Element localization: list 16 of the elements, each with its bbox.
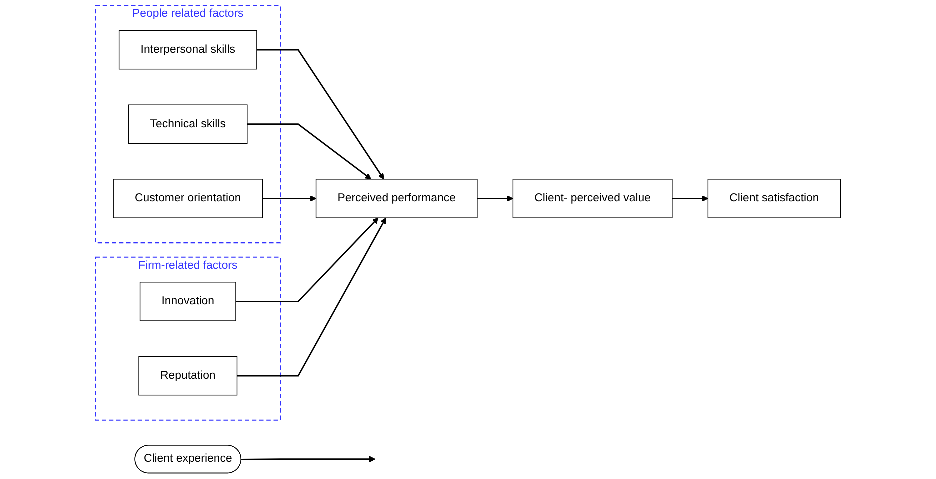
arrow (237, 218, 386, 377)
arrow (247, 124, 372, 180)
arrow (256, 49, 384, 180)
node-box: Technical skills (128, 104, 248, 144)
arrow (262, 196, 316, 202)
node-box: Interpersonal skills (118, 30, 258, 70)
node-box: Customer orientation (113, 179, 263, 218)
arrow (241, 456, 376, 462)
node-box: Client satisfaction (708, 179, 841, 218)
node-box: Client- perceived value (512, 179, 673, 218)
arrow (672, 196, 708, 202)
node-box: Innovation (140, 282, 236, 322)
arrow (477, 196, 514, 202)
node-box: Reputation (138, 356, 238, 396)
node-box: Perceived performance (316, 179, 478, 218)
arrow (236, 218, 378, 302)
